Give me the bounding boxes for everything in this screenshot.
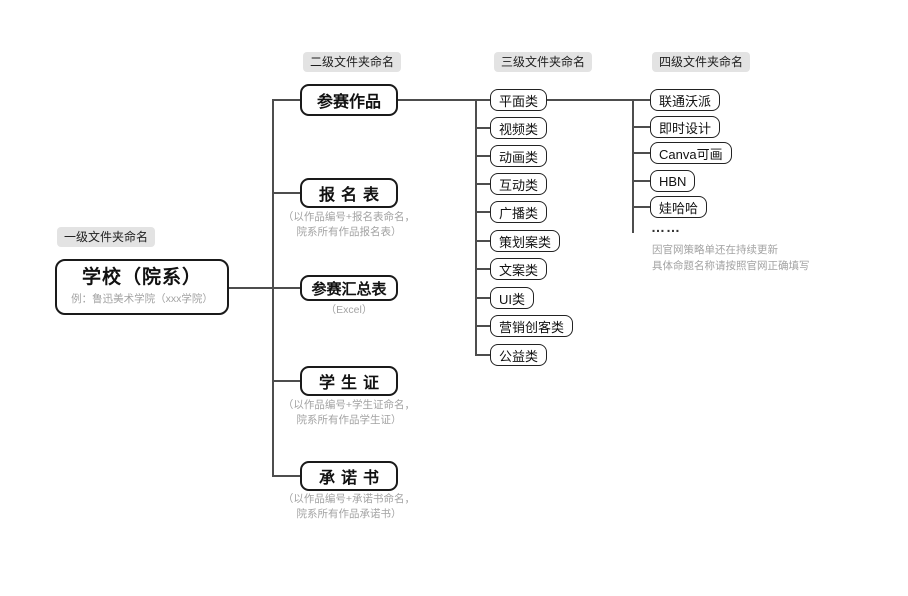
- connector-line: [475, 354, 490, 356]
- root-node-subtitle: 例：鲁迅美术学院（xxx学院）: [71, 293, 213, 306]
- official-site-note: 因官网策略单还在持续更新 具体命题名称请按照官网正确填写: [652, 242, 810, 274]
- connector-line: [475, 268, 490, 270]
- connector-line: [475, 297, 490, 299]
- l4-node-unicom-wopai: 联通沃派: [650, 89, 721, 111]
- column-label-level4: 四级文件夹命名: [652, 52, 751, 72]
- connector-line: [547, 99, 650, 101]
- connector-line: [273, 99, 300, 101]
- note-line: 院系所有作品学生证）: [296, 414, 402, 426]
- l4-node-jishi-design: 即时设计: [650, 116, 721, 138]
- l3-node-animation: 动画类: [490, 145, 548, 167]
- connector-line: [475, 183, 490, 185]
- l2-note-registration-form: （以作品编号+报名表命名， 院系所有作品报名表）: [276, 210, 422, 240]
- note-line: （Excel）: [325, 304, 373, 316]
- note-line: 院系所有作品承诺书）: [296, 508, 402, 520]
- connector-line: [632, 180, 650, 182]
- connector-line: [229, 287, 300, 289]
- l3-node-public-welfare: 公益类: [490, 344, 548, 366]
- connector-line: [398, 99, 490, 101]
- l3-node-planning-case: 策划案类: [490, 230, 561, 252]
- l4-node-canva: Canva可画: [650, 142, 732, 164]
- note-line: （以作品编号+报名表命名，: [282, 211, 416, 223]
- connector-line: [272, 99, 274, 477]
- l2-node-student-id: 学生证: [300, 366, 398, 396]
- l3-node-video: 视频类: [490, 117, 548, 139]
- l2-note-student-id: （以作品编号+学生证命名， 院系所有作品学生证）: [276, 398, 422, 428]
- note-line: （以作品编号+承诺书命名，: [282, 493, 416, 505]
- l2-node-registration-form: 报名表: [300, 178, 398, 208]
- l3-node-ui: UI类: [490, 287, 535, 309]
- l3-node-graphic: 平面类: [490, 89, 548, 111]
- connector-line: [632, 99, 634, 233]
- l4-node-hbn: HBN: [650, 170, 696, 192]
- root-node-title: 学校（院系）: [81, 266, 202, 288]
- l2-node-commitment-letter: 承诺书: [300, 461, 398, 491]
- connector-line: [273, 380, 300, 382]
- l3-node-interactive: 互动类: [490, 173, 548, 195]
- column-label-level2: 二级文件夹命名: [303, 52, 402, 72]
- l2-note-commitment-letter: （以作品编号+承诺书命名， 院系所有作品承诺书）: [276, 492, 422, 522]
- column-label-level3: 三级文件夹命名: [494, 52, 593, 72]
- connector-line: [632, 206, 650, 208]
- connector-line: [475, 240, 490, 242]
- root-node-school: 学校（院系） 例：鲁迅美术学院（xxx学院）: [55, 259, 229, 315]
- connector-line: [475, 155, 490, 157]
- l3-node-broadcast: 广播类: [490, 201, 548, 223]
- note-line: 具体命题名称请按照官网正确填写: [652, 260, 810, 272]
- l3-node-marketing-maker: 营销创客类: [490, 315, 574, 337]
- column-label-level1: 一级文件夹命名: [57, 227, 156, 247]
- note-line: （以作品编号+学生证命名，: [282, 399, 416, 411]
- l3-node-copywriting: 文案类: [490, 258, 548, 280]
- connector-line: [632, 126, 650, 128]
- connector-line: [273, 192, 300, 194]
- l4-node-wahaha: 娃哈哈: [650, 196, 708, 218]
- connector-line: [632, 152, 650, 154]
- connector-line: [475, 99, 477, 356]
- connector-line: [475, 325, 490, 327]
- connector-line: [475, 211, 490, 213]
- l2-note-summary-table: （Excel）: [276, 303, 422, 318]
- note-line: 院系所有作品报名表）: [296, 226, 402, 238]
- note-line: 因官网策略单还在持续更新: [652, 244, 778, 256]
- connector-line: [273, 475, 300, 477]
- l2-node-summary-table: 参赛汇总表: [300, 275, 398, 301]
- l2-node-entry-works: 参赛作品: [300, 84, 398, 116]
- more-items-ellipsis: ……: [651, 219, 681, 235]
- connector-line: [475, 127, 490, 129]
